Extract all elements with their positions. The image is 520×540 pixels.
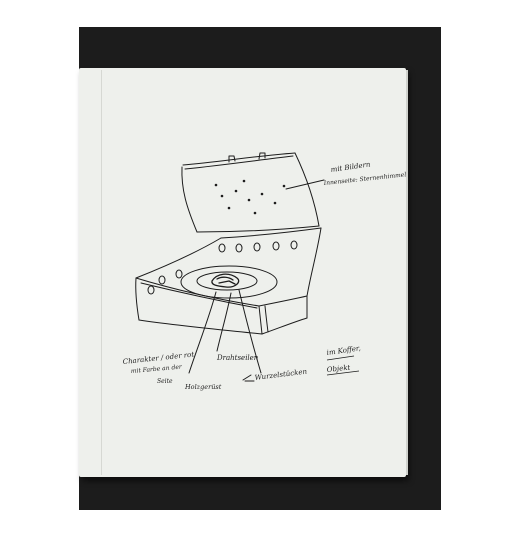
page-edge: [406, 70, 408, 475]
left-note-2: mit Farbe an der: [131, 363, 184, 375]
central-object: [212, 274, 239, 287]
left-note-3: Seite: [157, 378, 173, 385]
inner-oval: [181, 266, 277, 298]
right-note-1: im Koffer,: [326, 344, 361, 357]
center-note: Drahtseilen: [216, 354, 259, 362]
lid-note-1: mit Bildern: [330, 160, 371, 174]
lid-stars: [215, 180, 286, 215]
bottom-note-1: Holzgerüst: [184, 383, 222, 391]
bottom-note-2: Wurzelstücken: [254, 368, 308, 382]
suitcase-sketch: mit Bildern Innenseite: Sternenhimmel Dr…: [79, 68, 406, 477]
suitcase-lid: [182, 153, 319, 232]
lid-note-2: Innenseite: Sternenhimmel: [322, 171, 406, 187]
left-note-1: Charakter / oder rot: [122, 351, 194, 366]
